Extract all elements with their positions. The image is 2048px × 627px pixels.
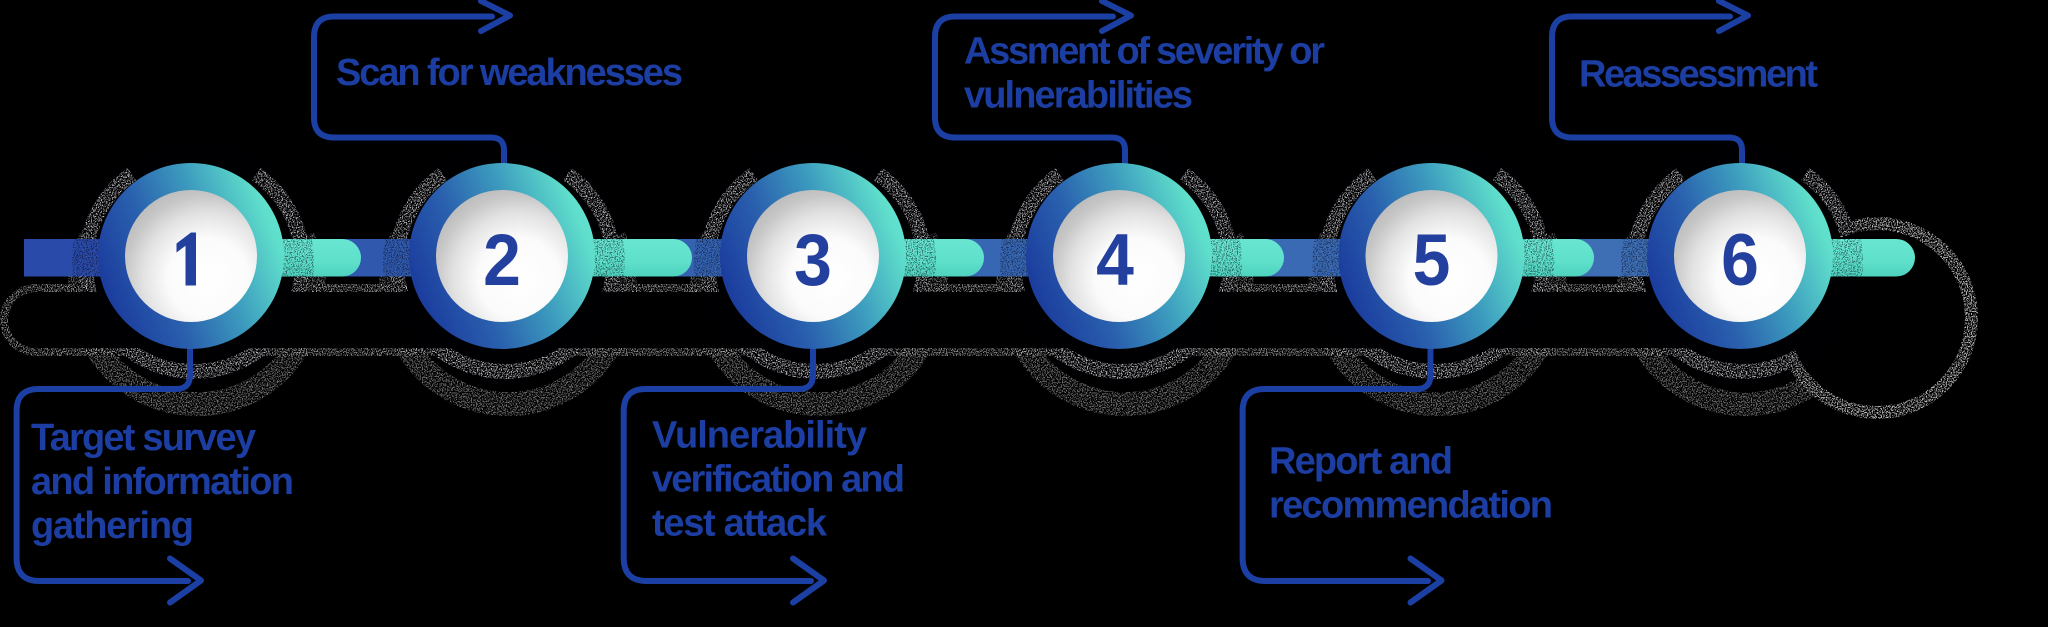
svg-text:and information: and information (31, 461, 294, 503)
svg-text:3: 3 (794, 219, 832, 301)
svg-text:Vulnerability: Vulnerability (652, 415, 867, 457)
svg-text:test attack: test attack (652, 503, 828, 545)
svg-text:gathering: gathering (31, 505, 194, 547)
svg-text:verification and: verification and (652, 459, 905, 501)
svg-text:Reassessment: Reassessment (1579, 54, 1818, 96)
svg-text:4: 4 (1096, 219, 1134, 301)
svg-text:Report and: Report and (1269, 441, 1453, 483)
svg-text:6: 6 (1721, 219, 1759, 301)
svg-text:recommendation: recommendation (1269, 485, 1553, 527)
svg-text:Scan for weaknesses: Scan for weaknesses (336, 52, 683, 94)
svg-text:Assment of severity or: Assment of severity or (964, 31, 1325, 73)
svg-text:Target survey: Target survey (31, 417, 256, 459)
svg-text:5: 5 (1413, 219, 1451, 301)
svg-text:2: 2 (483, 219, 521, 301)
svg-text:vulnerabilities: vulnerabilities (964, 75, 1193, 117)
